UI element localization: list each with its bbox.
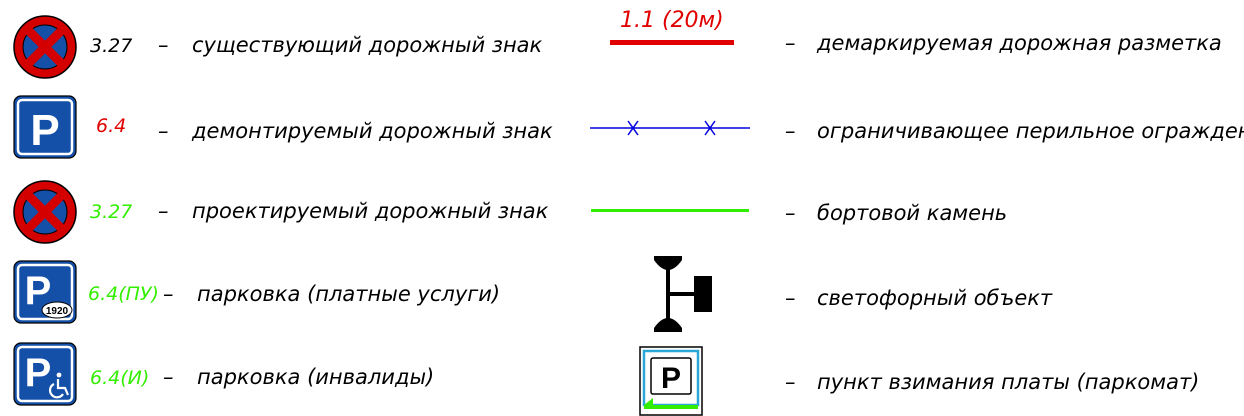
legend-dash: – <box>785 31 796 55</box>
parking-sign-dismantled: P <box>13 95 77 159</box>
no-stopping-sign-projected <box>12 179 78 245</box>
sign-code: 3.27 <box>90 201 133 223</box>
sign-code: 6.4 <box>96 115 127 137</box>
sign-code: 6.4(И) <box>90 367 150 389</box>
wheelchair-icon <box>49 372 70 399</box>
legend-text: светофорный объект <box>817 286 1053 310</box>
legend-dash: – <box>785 119 796 143</box>
paid-parking-sign: P 1920 <box>13 260 77 324</box>
sign-letter: P <box>25 351 52 395</box>
legend-text: ограничивающее перильное ограждение <box>817 119 1244 143</box>
plate-text: 1920 <box>46 306 69 317</box>
legend-dash: – <box>158 119 169 143</box>
legend-text: бортовой камень <box>817 201 1008 225</box>
legend-text: парковка (платные услуги) <box>197 282 501 306</box>
traffic-light-icon <box>648 254 716 334</box>
legend-dash: – <box>785 286 796 310</box>
no-stopping-sign-existing <box>12 14 78 80</box>
legend-text: демаркируемая дорожная разметка <box>817 31 1222 55</box>
meter-letter: P <box>661 362 681 395</box>
marking-label: 1.1 (20м) <box>620 8 724 33</box>
legend-dash: – <box>163 282 174 306</box>
legend-dash: – <box>158 199 169 223</box>
parking-meter-icon: P <box>639 346 703 416</box>
legend-dash: – <box>785 201 796 225</box>
curb-line-icon <box>591 209 749 212</box>
legend-text: демонтируемый дорожный знак <box>192 119 553 143</box>
no-stopping-sign-icon <box>13 15 77 79</box>
disabled-parking-sign: P <box>13 342 77 406</box>
disabled-parking-sign-icon: P <box>13 342 77 406</box>
no-stopping-sign-icon <box>13 180 77 244</box>
legend-dash: – <box>163 365 174 389</box>
sign-code: 3.27 <box>90 35 133 57</box>
legend-dash: – <box>785 370 796 394</box>
legend-text: парковка (инвалиды) <box>197 365 435 389</box>
paid-parking-sign-icon: P 1920 <box>13 260 77 324</box>
legend-text: проектируемый дорожный знак <box>192 199 549 223</box>
legend-text: существующий дорожный знак <box>192 33 543 57</box>
legend-dash: – <box>158 33 169 57</box>
sign-letter: P <box>30 106 59 155</box>
legend-text: пункт взимания платы (паркомат) <box>817 370 1200 394</box>
sign-code: 6.4(ПУ) <box>88 283 159 305</box>
parking-sign-icon: P <box>13 95 77 159</box>
railing-line-icon <box>590 118 750 138</box>
red-marking-line-icon <box>610 40 734 45</box>
